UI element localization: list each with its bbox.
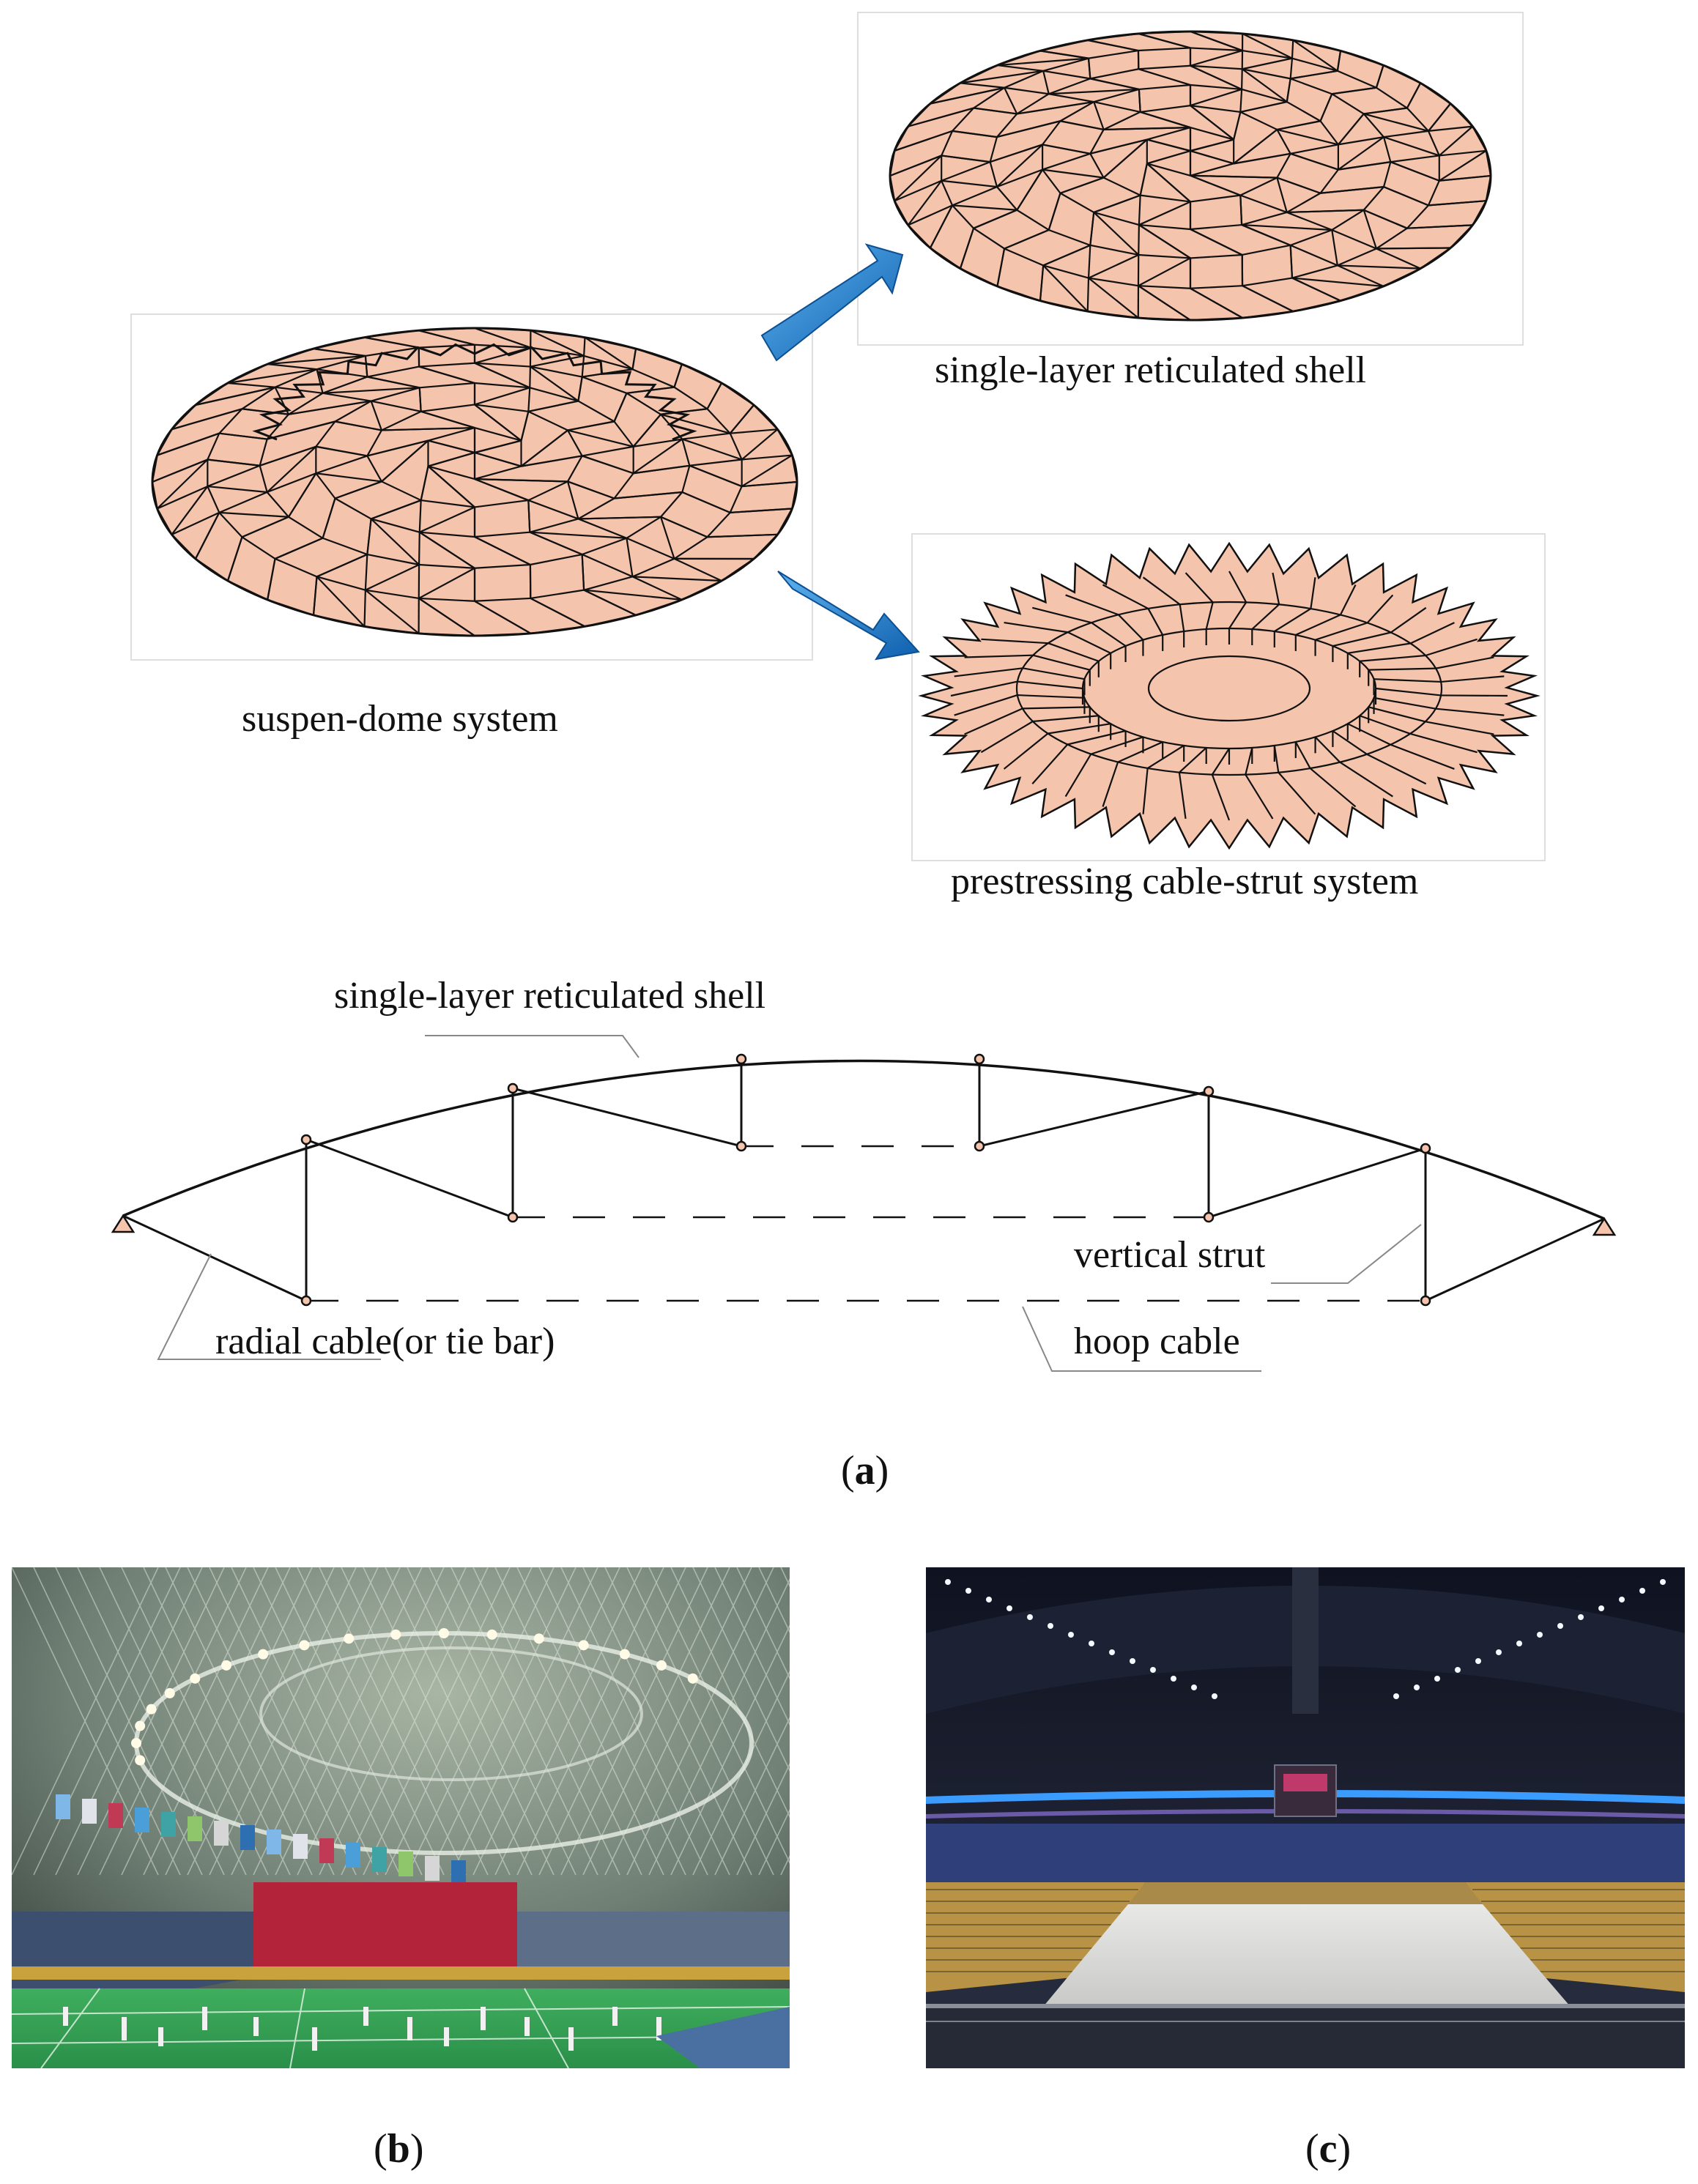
caption-a: (a) [841, 1448, 889, 1493]
shell-arch [122, 1059, 1605, 1220]
shell-leader-line [425, 1035, 639, 1058]
caption-b: (b) [374, 2126, 424, 2172]
cable-strut-drawing [918, 541, 1541, 850]
section-diagram [111, 1035, 1617, 1372]
hoop-leader-line [1022, 1306, 1261, 1372]
section-label-hoop: hoop cable [1074, 1321, 1240, 1362]
section-label-shell: single-layer reticulated shell [334, 975, 766, 1017]
label-reticulated-shell: single-layer reticulated shell [935, 349, 1367, 391]
arrow-to-cable-strut-icon [777, 571, 920, 661]
strut-leader-line [1271, 1224, 1422, 1284]
right-support-icon [1592, 1217, 1617, 1236]
left-support-icon [111, 1214, 136, 1233]
arena-photo [926, 1567, 1685, 2068]
radial-leader-line [157, 1253, 381, 1360]
section-label-strut: vertical strut [1074, 1234, 1266, 1276]
badminton-arena-photo [12, 1567, 790, 2068]
section-label-radial: radial cable(or tie bar) [215, 1321, 555, 1362]
caption-c: (c) [1305, 2126, 1352, 2172]
reticulated-shell-drawing [889, 30, 1492, 322]
label-cable-strut: prestressing cable-strut system [951, 861, 1419, 902]
arrow-to-shell-icon [760, 243, 904, 362]
suspen-dome-drawing [151, 327, 798, 637]
label-suspen-dome: suspen-dome system [242, 698, 558, 740]
